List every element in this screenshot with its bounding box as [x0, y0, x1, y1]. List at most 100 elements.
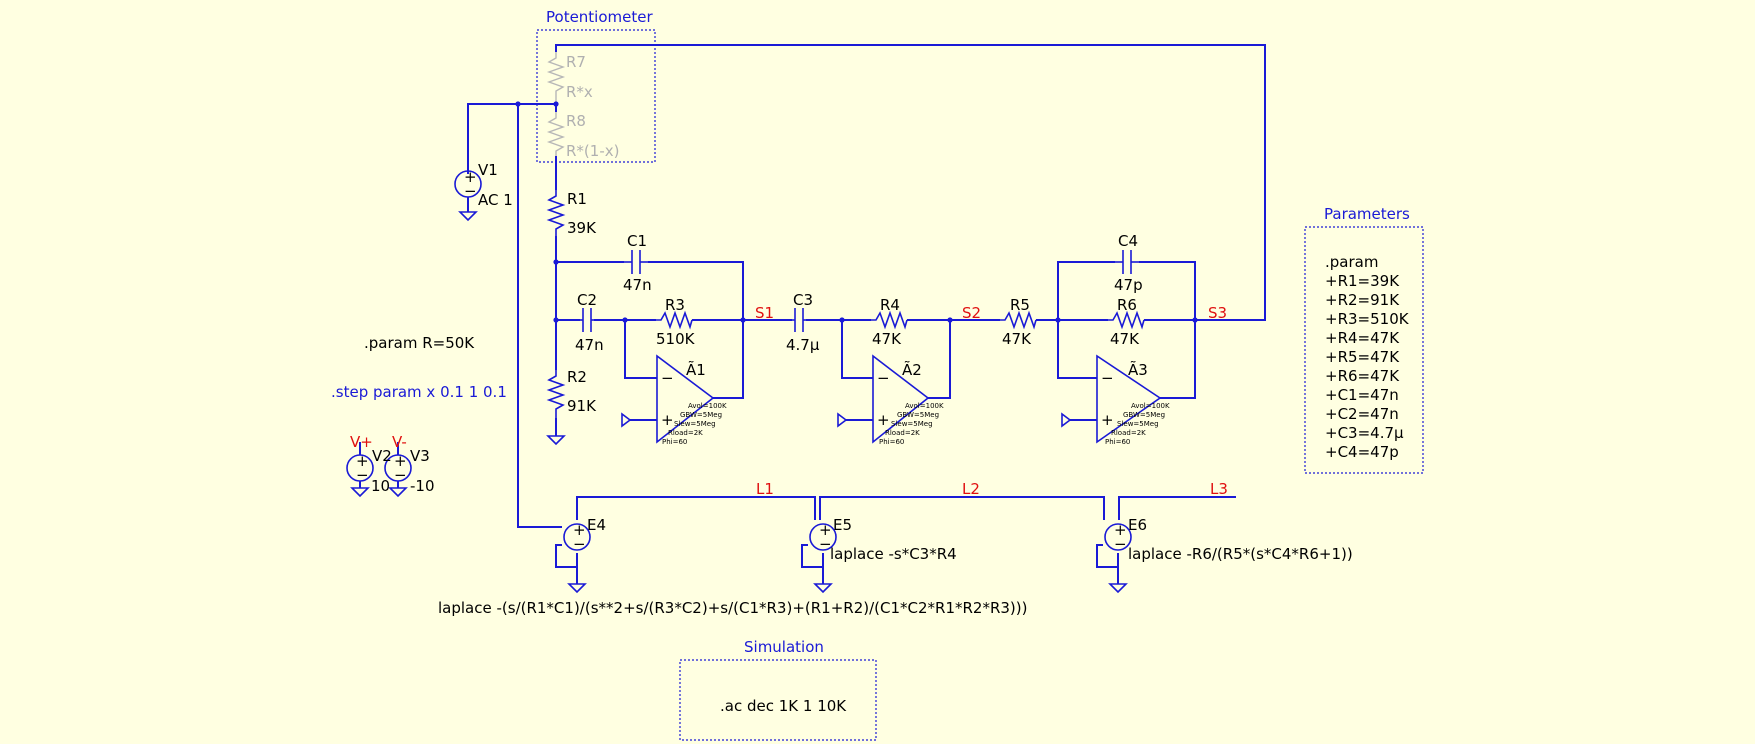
opamp-a1[interactable]: − + [621, 354, 715, 444]
svg-text:+: + [1114, 521, 1127, 539]
resistor-r2[interactable] [546, 370, 566, 418]
source-v3[interactable]: + − [384, 442, 412, 488]
c1-label: C1 [627, 232, 647, 250]
svg-text:+: + [1101, 411, 1114, 429]
v2-net-label: V+ [350, 433, 373, 451]
opamps[interactable]: − + − + − + [621, 354, 1162, 444]
capacitor-c4[interactable] [1115, 250, 1139, 274]
r3-value: 510K [656, 330, 696, 348]
capacitors[interactable] [580, 250, 1139, 332]
resistor-r3[interactable] [656, 310, 693, 330]
opamp-spec-line: Avol=100K [1131, 402, 1170, 410]
r3-label: R3 [665, 296, 685, 314]
opamp-spec-line: Rload=2K [885, 429, 920, 437]
r2-value: 91K [567, 397, 597, 415]
svg-text:−: − [573, 535, 586, 553]
e6-label: E6 [1128, 516, 1147, 534]
potentiometer-box[interactable] [536, 29, 656, 163]
svg-text:−: − [464, 182, 477, 200]
source-e4[interactable]: + − [563, 521, 591, 553]
svg-text:+: + [877, 411, 890, 429]
resistor-r4[interactable] [871, 310, 908, 330]
capacitor-c3[interactable] [792, 308, 806, 332]
r1-label: R1 [567, 190, 587, 208]
capacitor-c2[interactable] [580, 308, 594, 332]
svg-text:+: + [819, 521, 832, 539]
parameter-line: +R6=47K [1325, 367, 1400, 385]
parameters-box[interactable] [1304, 226, 1424, 474]
opamp-spec-line: Slew=5Meg [674, 420, 716, 428]
svg-text:+: + [573, 521, 586, 539]
c2-label: C2 [577, 291, 597, 309]
potentiometer-title: Potentiometer [546, 8, 653, 26]
c4-value: 47p [1114, 276, 1143, 294]
potentiometer[interactable]: R7 R*x R8 R*(1-x) [546, 52, 619, 160]
source-e5[interactable]: + − [809, 521, 837, 553]
c1-value: 47n [623, 276, 652, 294]
opamp-spec-line: Slew=5Meg [891, 420, 933, 428]
opamp-spec-line: GBW=5Meg [897, 411, 939, 419]
svg-text:−: − [356, 466, 369, 484]
a2-label: Ã2 [902, 360, 922, 379]
opamp-spec-line: Phi=60 [879, 438, 904, 446]
r6-value: 47K [1110, 330, 1140, 348]
r2-label: R2 [567, 368, 587, 386]
parameter-line: +R5=47K [1325, 348, 1400, 366]
opamp-a3[interactable]: − + [1061, 354, 1162, 444]
capacitor-c1[interactable] [624, 250, 648, 274]
source-e6[interactable]: + − [1104, 521, 1132, 553]
parameters-text: .param+R1=39K+R2=91K+R3=510K+R4=47K+R5=4… [1325, 253, 1410, 461]
simulation-command: .ac dec 1K 1 10K [720, 697, 847, 715]
parameter-line: +R4=47K [1325, 329, 1400, 347]
parameter-line: +R1=39K [1325, 272, 1400, 290]
simulation-box[interactable] [679, 659, 877, 741]
opamp-spec-line: Slew=5Meg [1117, 420, 1159, 428]
source-v2[interactable]: + − [346, 442, 374, 488]
opamp-spec-line: Avol=100K [688, 402, 727, 410]
svg-text:−: − [819, 535, 832, 553]
net-l2: L2 [962, 480, 980, 498]
r5-value: 47K [1002, 330, 1032, 348]
v1-label: V1 [478, 161, 498, 179]
svg-text:−: − [1114, 535, 1127, 553]
c4-label: C4 [1118, 232, 1138, 250]
c3-label: C3 [793, 291, 813, 309]
opamp-spec-line: Rload=2K [1111, 429, 1146, 437]
resistors[interactable] [546, 190, 1145, 418]
svg-text:+: + [356, 452, 369, 470]
v2-value: 10 [371, 477, 390, 495]
resistor-r8 [546, 112, 566, 156]
v3-net-label: V- [392, 433, 407, 451]
simulation-title: Simulation [744, 638, 824, 656]
svg-text:−: − [1101, 369, 1114, 387]
parameter-line: +C4=47p [1325, 443, 1399, 461]
resistor-r1[interactable] [546, 190, 566, 236]
resistor-r5[interactable] [1000, 310, 1037, 330]
v1-value: AC 1 [478, 191, 513, 209]
e5-label: E5 [833, 516, 852, 534]
c3-value: 4.7µ [786, 336, 820, 354]
wires [467, 44, 1266, 584]
net-s1: S1 [755, 304, 774, 322]
net-l1: L1 [756, 480, 774, 498]
r7-value: R*x [566, 83, 593, 101]
source-v1[interactable]: + − [454, 168, 482, 212]
v2-label: V2 [372, 447, 392, 465]
r5-label: R5 [1010, 296, 1030, 314]
e5-expression: laplace -s*C3*R4 [830, 545, 957, 563]
parameter-line: +R3=510K [1325, 310, 1410, 328]
v3-label: V3 [410, 447, 430, 465]
opamp-a2[interactable]: − + [837, 354, 930, 444]
parameter-line: +C1=47n [1325, 386, 1399, 404]
parameter-line: .param [1325, 253, 1378, 271]
parameter-line: +C3=4.7µ [1325, 424, 1404, 442]
opamp-spec-line: GBW=5Meg [1123, 411, 1165, 419]
r8-label: R8 [566, 112, 586, 130]
ground-symbols [350, 211, 1128, 594]
param-r-directive: .param R=50K [364, 334, 475, 352]
v3-value: -10 [410, 477, 435, 495]
resistor-r6[interactable] [1108, 310, 1145, 330]
